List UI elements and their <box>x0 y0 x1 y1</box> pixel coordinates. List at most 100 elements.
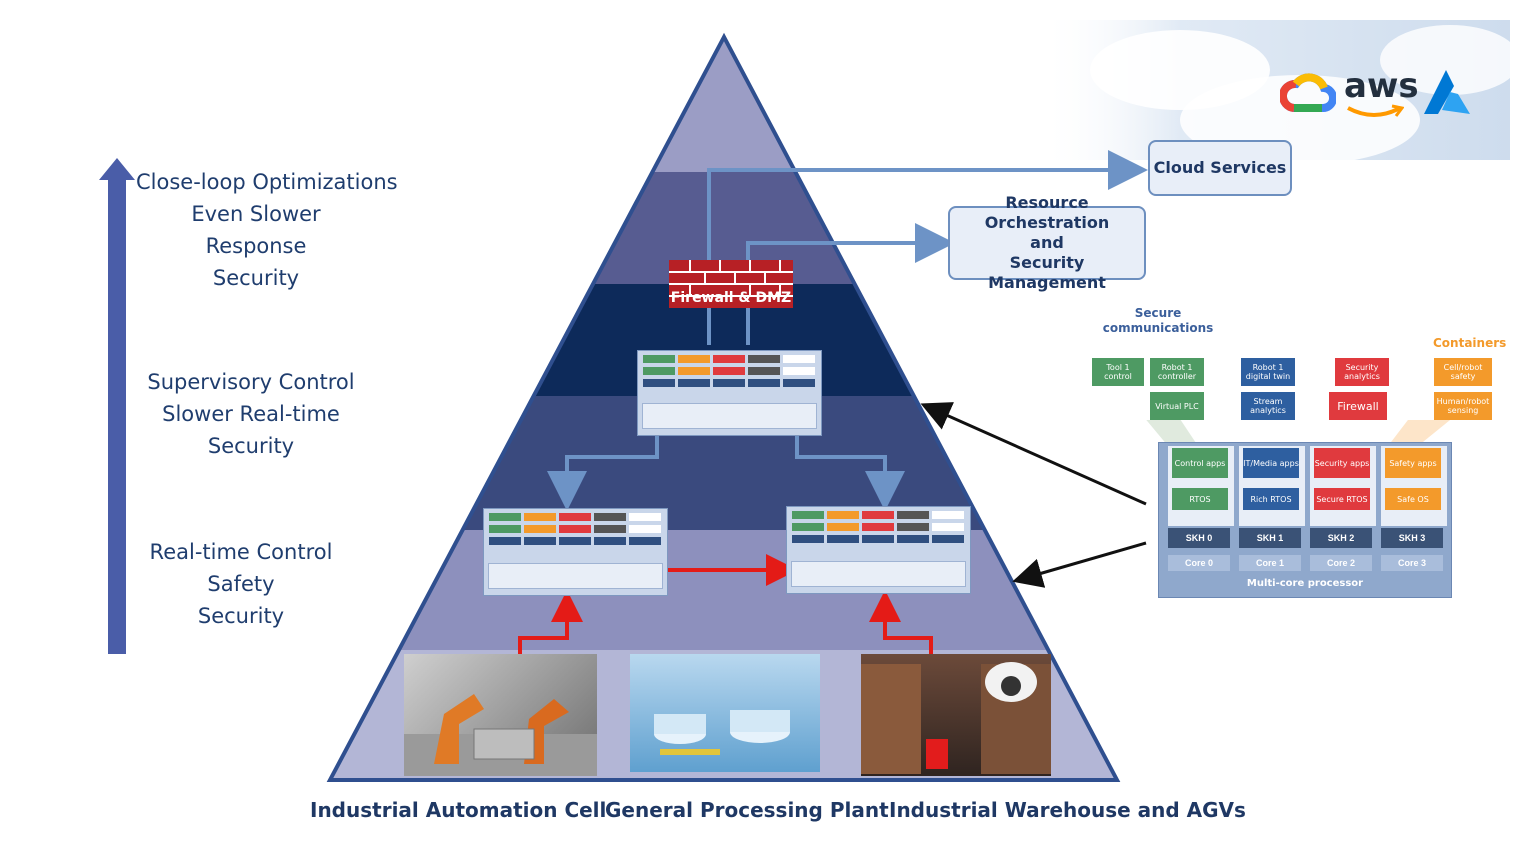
processor-graphic-cell <box>594 537 626 545</box>
processor-graphic-cell <box>524 537 556 545</box>
processor-graphic-cell <box>748 367 780 375</box>
containers-label: Containers <box>1433 336 1507 350</box>
aws-logo-text: aws <box>1344 66 1419 106</box>
processor-graphic-cell <box>559 525 591 533</box>
cloud-background <box>1040 20 1514 165</box>
processor-graphic-cell <box>559 513 591 521</box>
processor-graphic-cell <box>489 537 521 545</box>
column-3-os: Safe OS <box>1385 488 1441 510</box>
column-3-apps: Safety apps <box>1385 448 1441 478</box>
skh-2: SKH 2 <box>1310 528 1372 548</box>
processor-graphic-cell <box>792 511 824 519</box>
tier-5 <box>330 530 1117 650</box>
processor-graphic-row <box>642 379 817 387</box>
level-line: Even Slower <box>191 202 321 226</box>
warehouse-photo <box>861 654 1051 776</box>
chip-firewall: Firewall <box>1329 392 1387 420</box>
processor-graphic-base <box>791 561 966 587</box>
label-processing-plant: General Processing Plant <box>605 798 889 822</box>
resource-line: Resource Orchestration <box>984 193 1110 232</box>
automation-cell-photo <box>404 654 597 776</box>
processor-graphic-cell <box>862 535 894 543</box>
chip-virtual-plc: Virtual PLC <box>1150 392 1204 420</box>
cloud-services-label: Cloud Services <box>1153 158 1287 177</box>
processor-graphic-cell <box>629 525 661 533</box>
processor-graphic-cell <box>713 367 745 375</box>
level-line: Close-loop Optimizations <box>136 170 398 194</box>
processor-graphic-cell <box>524 513 556 521</box>
processor-graphic-cell <box>629 513 661 521</box>
processor-graphic-row <box>488 525 663 533</box>
cloud-services-box: Cloud Services <box>1148 140 1292 196</box>
processor-graphic-cell <box>862 511 894 519</box>
level-line: Response <box>205 234 307 258</box>
level-line: Security <box>212 266 300 290</box>
resource-line: and <box>1030 233 1064 252</box>
processor-graphic-cell <box>897 511 929 519</box>
level-text-supervisory: Supervisory Control Slower Real-time Sec… <box>146 366 356 462</box>
secure-comms-label: Secure communications <box>1098 306 1218 336</box>
chip-human-robot-sensing: Human/robot sensing <box>1434 392 1492 420</box>
level-line: Slower Real-time <box>162 402 340 426</box>
processor-graphic-cell <box>897 523 929 531</box>
processor-graphic-row <box>791 511 966 519</box>
processor-graphic-cell <box>594 513 626 521</box>
processor-graphic-cell <box>483 508 668 596</box>
processor-graphic-cell <box>792 535 824 543</box>
processor-graphic-cell <box>897 535 929 543</box>
aws-smile-icon <box>1347 104 1404 117</box>
level-text-realtime: Real-time Control Safety Security <box>146 536 336 632</box>
secure-comms-line: communications <box>1102 321 1214 335</box>
processor-graphic-row <box>791 523 966 531</box>
processor-graphic-cell <box>783 367 815 375</box>
processor-graphic-supervisory <box>637 350 822 436</box>
core-1: Core 1 <box>1239 555 1301 571</box>
processor-graphic-cell <box>783 379 815 387</box>
container-wedges <box>1146 420 1451 446</box>
processor-graphic-row <box>791 535 966 543</box>
firewall-wall <box>669 260 793 308</box>
processor-graphic-cell <box>748 355 780 363</box>
chip-tool-control: Tool 1 control <box>1092 358 1144 386</box>
resource-line: Security Management <box>988 253 1106 292</box>
column-0-apps: Control apps <box>1172 448 1228 478</box>
level-line: Supervisory Control <box>147 370 355 394</box>
level-line: Security <box>207 434 295 458</box>
processor-graphic-cell <box>713 355 745 363</box>
processor-graphic-base <box>642 403 817 429</box>
column-2-os: Secure RTOS <box>1314 488 1370 510</box>
processor-graphic-cell <box>559 537 591 545</box>
processor-graphic-cell <box>678 355 710 363</box>
level-line: Safety <box>207 572 275 596</box>
tier-top <box>330 37 1117 172</box>
black-connectors <box>920 402 1147 588</box>
processor-graphic-base <box>488 563 663 589</box>
level-text-optimization: Close-loop Optimizations Even Slower Res… <box>136 166 398 294</box>
processor-graphic-cell <box>827 523 859 531</box>
processor-label: Multi-core processor <box>1246 578 1364 589</box>
left-up-arrow <box>99 158 135 654</box>
column-2-apps: Security apps <box>1314 448 1370 478</box>
column-1-os: Rich RTOS <box>1243 488 1299 510</box>
core-0: Core 0 <box>1168 555 1230 571</box>
google-cloud-icon <box>1280 73 1336 113</box>
chip-robot-controller: Robot 1 controller <box>1150 358 1204 386</box>
processor-graphic-cell <box>932 523 964 531</box>
processor-detail-panel: Secure communications Containers Tool 1 … <box>1088 300 1508 600</box>
chip-security-analytics: Security analytics <box>1335 358 1389 386</box>
label-warehouse: Industrial Warehouse and AGVs <box>889 798 1246 822</box>
level-line: Real-time Control <box>149 540 333 564</box>
processor-graphic-warehouse <box>786 506 971 594</box>
core-2: Core 2 <box>1310 555 1372 571</box>
processor-graphic-cell <box>827 535 859 543</box>
chip-digital-twin: Robot 1 digital twin <box>1241 358 1295 386</box>
resource-orchestration-box: Resource Orchestration and Security Mana… <box>948 193 1146 292</box>
processor-graphic-cell <box>594 525 626 533</box>
label-automation-cell: Industrial Automation Cell <box>310 798 607 822</box>
processor-graphic-row <box>642 355 817 363</box>
chip-cell-safety: Cell/robot safety <box>1434 358 1492 386</box>
processor-graphic-cell <box>489 513 521 521</box>
column-0-os: RTOS <box>1172 488 1228 510</box>
processor-graphic-row <box>488 513 663 521</box>
